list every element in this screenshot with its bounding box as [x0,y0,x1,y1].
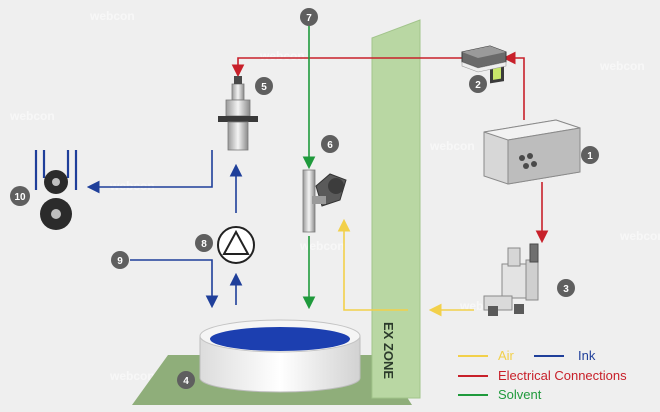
line-valve-to-printhead [86,150,213,194]
printhead-rollers [34,150,78,230]
badge-9: 9 [111,251,129,269]
watermark: webcon [299,239,345,253]
badge-3: 3 [557,279,575,297]
badge-10: 10 [10,186,30,206]
air-valve-unit [483,243,539,316]
watermark: webcon [9,109,55,123]
line-power-to-valve [231,57,462,78]
badge-7: 7 [300,8,318,26]
line-ink-inlet [130,259,219,309]
ex-zone-label: EX ZONE [381,322,396,379]
badge-2: 2 [469,75,487,93]
ink-valve [218,76,258,151]
svg-text:10: 10 [14,192,26,203]
svg-text:4: 4 [183,376,189,387]
ex-zone-wall [371,19,421,399]
legend-label-ink: Ink [578,348,596,363]
electrical-lines [231,51,549,244]
watermark: webcon [619,229,660,243]
ink-tank [199,319,361,393]
watermark: webcon [109,369,155,383]
svg-text:1: 1 [587,151,593,162]
air-lines [337,218,474,317]
svg-text:5: 5 [261,82,267,93]
line-air-to-mixer [337,218,408,311]
svg-text:6: 6 [327,140,333,151]
legend-label-solvent: Solvent [498,387,542,402]
badge-6: 6 [321,135,339,153]
badge-8: 8 [195,234,213,252]
watermark: webcon [89,9,135,23]
badge-4: 4 [177,371,195,389]
badge-1: 1 [581,146,599,164]
badge-5: 5 [255,77,273,95]
legend-label-air: Air [498,348,515,363]
svg-text:8: 8 [201,239,207,250]
line-controller-to-power [502,51,525,120]
legend-label-electrical: Electrical Connections [498,368,627,383]
legend: Air Ink Electrical Connections Solvent [458,348,627,402]
svg-text:7: 7 [306,13,312,24]
ink-lines [86,150,243,309]
ink-pump [217,226,255,264]
watermark: webcon [259,49,305,63]
svg-text:9: 9 [117,256,123,267]
watermark: webcon [599,59,645,73]
solvent-mixer [302,169,347,233]
watermark: webcon [429,139,475,153]
controller-unit [483,65,581,185]
watermark: webcon [109,179,155,193]
svg-text:2: 2 [475,80,481,91]
power-supply-unit [461,45,507,73]
svg-text:3: 3 [563,284,569,295]
